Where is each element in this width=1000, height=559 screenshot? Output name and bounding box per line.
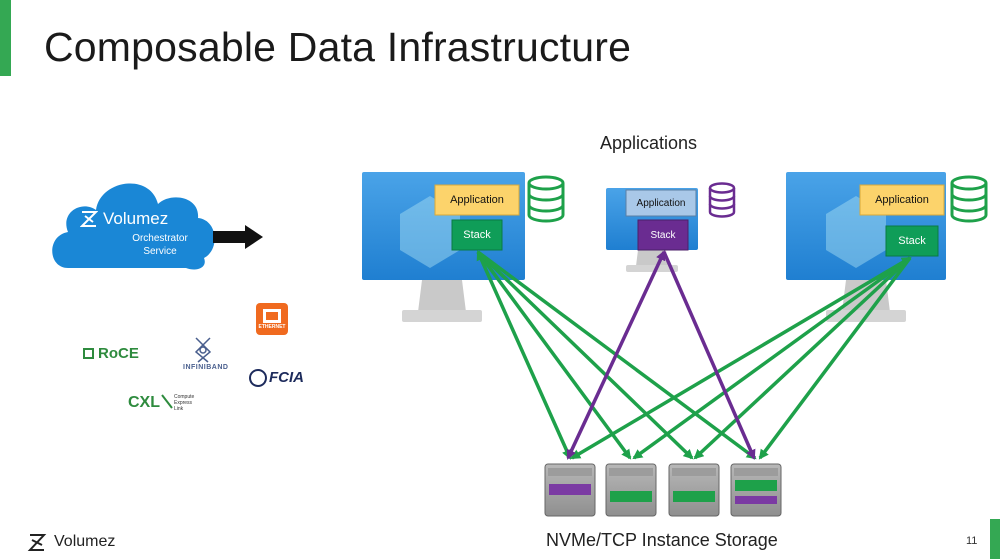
orchestrator-service: Volumez Orchestrator Service: [50, 172, 220, 272]
footer-brand: Volumez: [54, 533, 116, 550]
application-label-2: Application: [636, 197, 686, 209]
stack-box-2: [637, 219, 689, 251]
application-label-1: Application: [450, 194, 504, 206]
slide-title: Composable Data Infrastructure: [44, 24, 632, 70]
drive-3: [668, 463, 720, 517]
connection-arrows-stack-2: [566, 250, 756, 460]
database-icon: [527, 175, 565, 223]
stack-box-1: [451, 219, 503, 251]
application-label-3: Application: [875, 194, 929, 206]
stack-label-3: Stack: [898, 235, 926, 247]
storage-label: NVMe/TCP Instance Storage: [546, 530, 778, 550]
fcia-logo: [249, 369, 267, 387]
database-icon: [708, 182, 736, 218]
database-icon: [950, 175, 988, 223]
drive-2: [605, 463, 657, 517]
application-box-1: [434, 184, 520, 216]
application-box-2: [625, 189, 697, 217]
cloud-subtitle-line1: Orchestrator: [132, 233, 188, 244]
orchestrator-arrow: [213, 225, 263, 249]
accent-bar-right: [990, 519, 1000, 559]
stack-label-1: Stack: [463, 229, 491, 241]
cloud-subtitle: Orchestrator Service: [120, 232, 200, 258]
ethernet-logo-text: ETHERNET: [258, 324, 286, 330]
orchestrator-cloud: [52, 183, 215, 270]
connection-arrows-stack-3: [570, 256, 912, 460]
application-box-3: [859, 184, 945, 216]
drive-1: [544, 463, 596, 517]
roce-logo: [83, 348, 94, 359]
accent-bar-left: [0, 0, 11, 76]
cloud-subtitle-line2: Service: [143, 246, 177, 257]
infiniband-logo: [194, 337, 212, 363]
stack-label-2: Stack: [650, 229, 676, 241]
cxl-logo-text: CXL: [128, 394, 160, 411]
drive-4: [730, 463, 782, 517]
roce-logo-text: RoCE: [98, 345, 139, 362]
volumez-icon: [80, 211, 98, 227]
cxl-logo: [161, 394, 173, 409]
applications-label: Applications: [600, 133, 698, 153]
stack-box-3: [885, 225, 939, 257]
page-number: 11: [966, 535, 978, 547]
volumez-footer-icon: [27, 534, 47, 551]
fcia-logo-text: FCIA: [269, 369, 304, 386]
cloud-brand: Volumez: [80, 209, 168, 229]
ethernet-logo: [256, 303, 288, 335]
infiniband-logo-text: INFINIBAND: [183, 364, 229, 371]
cloud-brand-label: Volumez: [103, 209, 169, 228]
cxl-logo-subtext: Compute Express Link: [174, 394, 195, 412]
